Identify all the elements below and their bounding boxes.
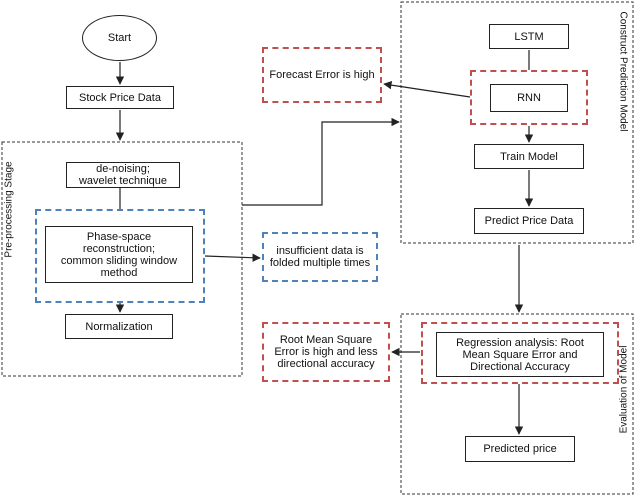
rnn-node: RNN — [490, 84, 568, 112]
construct-model-stage-container — [400, 1, 634, 244]
rmse-high-note: Root Mean Square Error is high and less … — [262, 322, 390, 382]
predict-price-data-node: Predict Price Data — [474, 208, 584, 234]
start-label: Start — [107, 32, 132, 44]
construct-model-stage-label: Construct Prediction Model — [617, 11, 629, 132]
arrow-preprocessing-to-model — [242, 117, 400, 206]
preprocessing-stage-container — [1, 141, 243, 377]
phase-space-node: Phase-space reconstruction; common slidi… — [45, 226, 193, 283]
insufficient-data-note: insufficient data is folded multiple tim… — [262, 232, 378, 282]
evaluation-stage-label: Evaluation of Model — [618, 345, 630, 434]
predicted-price-label: Predicted price — [483, 443, 557, 455]
rnn-label: RNN — [517, 92, 541, 104]
stock-price-data-label: Stock Price Data — [79, 91, 161, 104]
lstm-node: LSTM — [489, 24, 569, 49]
predict-price-data-label: Predict Price Data — [484, 215, 574, 227]
denoising-node: de-noising; wavelet technique — [66, 162, 180, 188]
rmse-high-label: Root Mean Square Error is high and less … — [274, 334, 378, 370]
insufficient-data-label: insufficient data is folded multiple tim… — [269, 245, 371, 269]
forecast-error-label: Forecast Error is high — [269, 69, 375, 81]
denoising-label: de-noising; wavelet technique — [78, 163, 168, 187]
forecast-error-note: Forecast Error is high — [262, 47, 382, 103]
train-model-node: Train Model — [474, 144, 584, 169]
preprocessing-stage-label: Pre-processing Stage — [3, 161, 15, 258]
arrow-phase-to-insufficient — [204, 253, 261, 262]
normalization-node: Normalization — [65, 314, 173, 339]
arrow-rnn-to-forecast — [383, 80, 471, 98]
evaluation-stage-container — [400, 313, 634, 495]
phase-space-label: Phase-space reconstruction; common slidi… — [60, 230, 178, 279]
predicted-price-node: Predicted price — [465, 436, 575, 462]
start-node: Start — [82, 15, 157, 61]
lstm-label: LSTM — [514, 30, 544, 43]
regression-analysis-node: Regression analysis: Root Mean Square Er… — [436, 332, 604, 377]
stock-price-data-node: Stock Price Data — [66, 86, 174, 109]
normalization-label: Normalization — [85, 320, 153, 333]
train-model-label: Train Model — [500, 150, 558, 163]
regression-analysis-label: Regression analysis: Root Mean Square Er… — [456, 336, 584, 373]
